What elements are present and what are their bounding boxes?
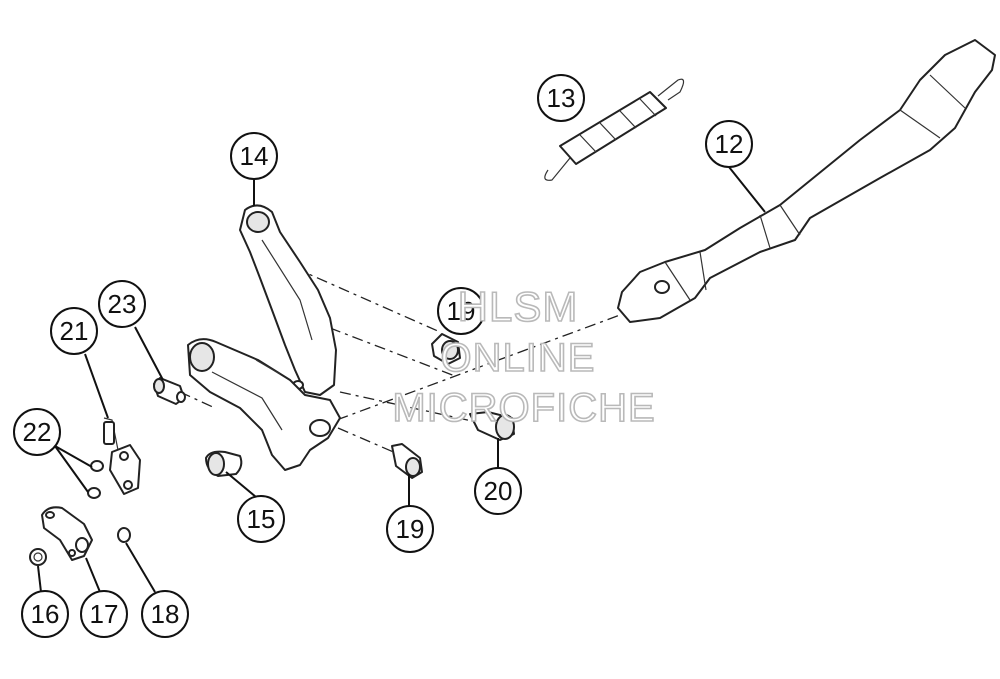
- small-screws[interactable]: [87, 460, 104, 499]
- callout-13[interactable]: 13: [537, 74, 585, 122]
- callout-20-label: 20: [484, 476, 513, 506]
- bushing[interactable]: [153, 377, 186, 405]
- callout-15-label: 15: [247, 504, 276, 534]
- callout-16-label: 16: [31, 599, 60, 629]
- callout-19-lower[interactable]: 19: [386, 505, 434, 553]
- callout-22[interactable]: 22: [13, 408, 61, 456]
- callout-14[interactable]: 14: [230, 132, 278, 180]
- callout-18-label: 18: [151, 599, 180, 629]
- callout-19-lower-label: 19: [396, 514, 425, 544]
- callout-17-label: 17: [90, 599, 119, 629]
- callout-16[interactable]: 16: [21, 590, 69, 638]
- side-stand-leg[interactable]: [617, 39, 996, 323]
- watermark-line-2: ONLINE: [441, 336, 596, 380]
- callout-14-label: 14: [240, 141, 269, 171]
- leader-lines: [37, 166, 766, 593]
- alignment-lines: [179, 267, 621, 458]
- spring[interactable]: [544, 78, 685, 181]
- rubber-bumper[interactable]: [205, 450, 243, 477]
- switch-plate[interactable]: [41, 506, 93, 561]
- bolt-lower[interactable]: [391, 443, 423, 479]
- callout-19-upper-label: 19: [447, 296, 476, 326]
- callout-20[interactable]: 20: [474, 467, 522, 515]
- callout-15[interactable]: 15: [237, 495, 285, 543]
- screw[interactable]: [469, 411, 515, 441]
- callout-13-label: 13: [547, 83, 576, 113]
- callout-12[interactable]: 12: [705, 120, 753, 168]
- callout-18[interactable]: 18: [141, 590, 189, 638]
- callout-23-label: 23: [108, 289, 137, 319]
- stand-lower-bracket[interactable]: [187, 338, 341, 471]
- callout-21-label: 21: [60, 316, 89, 346]
- watermark-line-1: HLSM: [458, 283, 579, 330]
- callout-12-label: 12: [715, 129, 744, 159]
- bolt-upper[interactable]: [431, 333, 461, 365]
- stand-upper-bracket[interactable]: [239, 204, 337, 396]
- callout-21[interactable]: 21: [50, 307, 98, 355]
- callout-17[interactable]: 17: [80, 590, 128, 638]
- watermark-line-3: MICROFICHE: [392, 386, 655, 430]
- nut[interactable]: [29, 548, 47, 566]
- callout-19-upper[interactable]: 19: [437, 287, 485, 335]
- callout-22-label: 22: [23, 417, 52, 447]
- side-stand-switch[interactable]: [103, 417, 141, 495]
- callout-23[interactable]: 23: [98, 280, 146, 328]
- watermark: HLSM ONLINE MICROFICHE: [392, 282, 656, 431]
- washer[interactable]: [117, 527, 131, 543]
